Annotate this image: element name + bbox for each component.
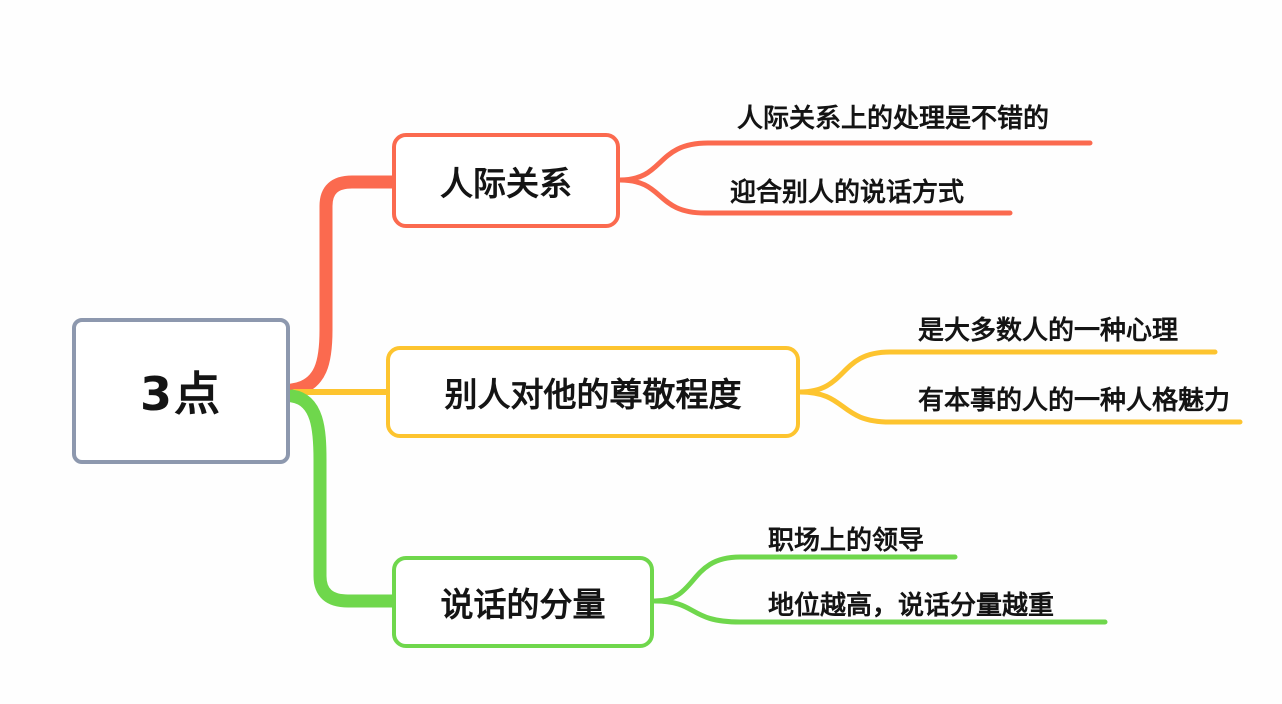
leaf-label: 职场上的领导 — [768, 526, 925, 556]
branch-node-label: 别人对他的尊敬程度 — [444, 375, 742, 414]
leaf-label: 是大多数人的一种心理 — [918, 316, 1179, 346]
leaf-label: 有本事的人的一种人格魅力 — [918, 386, 1231, 416]
branch-node-respect: 别人对他的尊敬程度 — [386, 346, 800, 438]
trunk-green-connector — [285, 389, 399, 608]
branch-node-label: 说话的分量 — [440, 585, 606, 624]
leaf-label: 人际关系上的处理是不错的 — [737, 104, 1050, 134]
leaf-label: 迎合别人的说话方式 — [730, 178, 965, 208]
branch-node-speech-weight: 说话的分量 — [392, 556, 654, 648]
branch-node-label: 人际关系 — [440, 163, 572, 203]
root-node: 3点 — [72, 318, 290, 464]
leaf-label: 地位越高，说话分量越重 — [768, 591, 1055, 621]
branch-node-interpersonal: 人际关系 — [392, 133, 620, 228]
root-node-label: 3点 — [139, 367, 222, 421]
trunk-red-connector — [285, 175, 399, 397]
